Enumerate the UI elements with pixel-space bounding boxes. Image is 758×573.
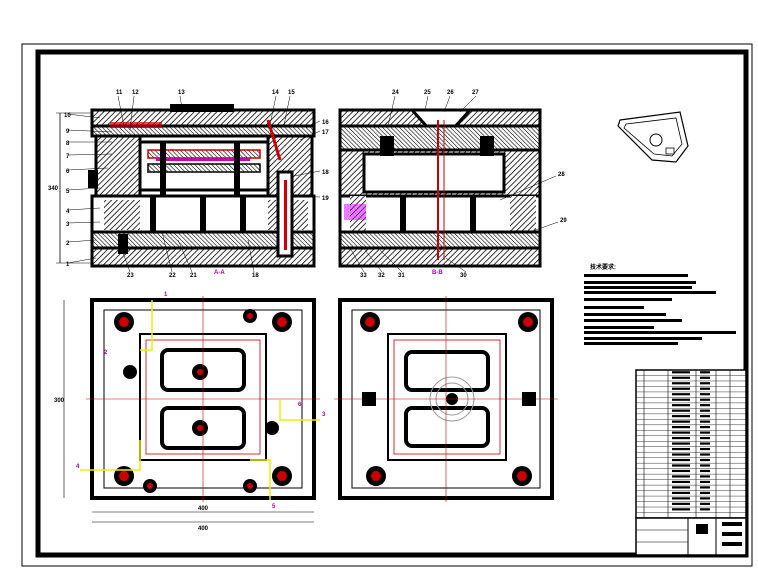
- part-label-11: 11: [116, 90, 123, 96]
- part-label-7: 7: [66, 154, 70, 160]
- plan-marker-2: 2: [104, 350, 108, 356]
- plan-marker-5: 5: [272, 504, 276, 510]
- part-label-14: 14: [272, 90, 279, 96]
- part-label-17: 17: [322, 130, 329, 136]
- dim-width-outer: 400: [198, 526, 209, 532]
- part-label-16: 16: [322, 120, 329, 126]
- part-label-26: 26: [447, 90, 454, 96]
- part-label-2: 2: [66, 241, 70, 247]
- part-label-3: 3: [66, 222, 70, 228]
- technical-requirements-block: 技术要求:: [584, 263, 736, 345]
- tech-requirements-title: 技术要求:: [590, 263, 616, 271]
- plan-marker-6: 6: [298, 402, 302, 408]
- part-label-19: 19: [322, 196, 329, 202]
- dim-width-inner: 400: [198, 506, 209, 512]
- part-label-1: 1: [66, 262, 70, 268]
- part-label-30: 30: [460, 273, 467, 279]
- part-label-13: 13: [178, 90, 185, 96]
- title-block: [635, 517, 747, 556]
- inner-frame: [35, 49, 749, 558]
- part-isometric-sketch: [617, 111, 689, 163]
- part-label-33: 33: [360, 273, 367, 279]
- part-label-18: 18: [322, 170, 329, 176]
- outer-frame: [21, 43, 753, 567]
- part-label-12: 12: [132, 90, 139, 96]
- plan-view-moving-half: [80, 296, 320, 502]
- section-mark-b: B-B: [432, 270, 443, 276]
- part-label-4: 4: [66, 209, 70, 215]
- part-label-27: 27: [472, 90, 479, 96]
- part-label-21: 21: [190, 273, 197, 279]
- section-mark-a: A-A: [214, 270, 225, 276]
- part-label-31: 31: [398, 273, 405, 279]
- section-view-a: [88, 104, 316, 268]
- part-label-5: 5: [66, 189, 70, 195]
- part-label-22: 22: [169, 273, 176, 279]
- part-label-24: 24: [392, 90, 399, 96]
- plan-marker-4: 4: [76, 464, 80, 470]
- part-label-29: 29: [560, 218, 567, 224]
- part-label-9: 9: [66, 129, 70, 135]
- parts-list-table: [635, 369, 747, 519]
- plan-marker-1: 1: [164, 292, 168, 298]
- plan-view-fixed-half: [334, 296, 558, 502]
- dim-height-section: 340: [48, 186, 59, 192]
- part-label-15: 15: [288, 90, 295, 96]
- part-label-28: 28: [558, 172, 565, 178]
- section-view-b: [338, 108, 542, 268]
- plan-marker-3: 3: [322, 412, 326, 418]
- part-label-8: 8: [66, 141, 70, 147]
- part-label-18b: 18: [252, 273, 259, 279]
- part-label-10: 10: [64, 113, 71, 119]
- part-label-25: 25: [424, 90, 431, 96]
- part-label-23: 23: [127, 273, 134, 279]
- part-label-6: 6: [66, 169, 70, 175]
- part-label-32: 32: [378, 273, 385, 279]
- dim-height-plan: 300: [54, 398, 65, 404]
